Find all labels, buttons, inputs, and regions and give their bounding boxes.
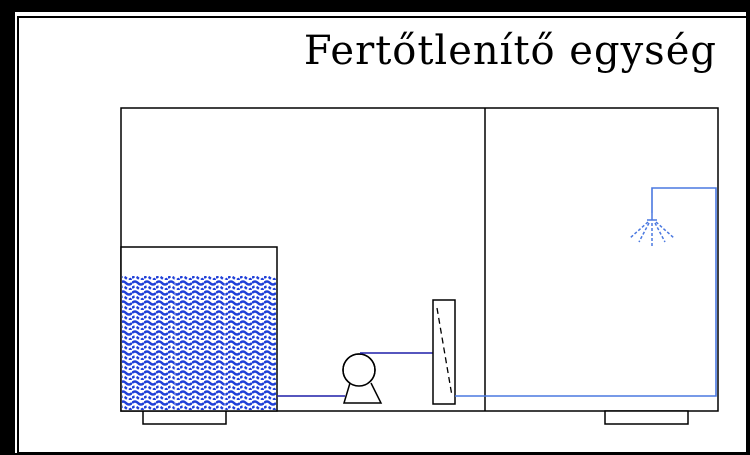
pump-icon xyxy=(342,353,383,404)
cabinet-foot-right xyxy=(604,410,689,425)
sprinkler-icon xyxy=(629,213,675,246)
tank-water xyxy=(122,276,276,410)
water-tank xyxy=(120,246,278,412)
cabinet-foot-left xyxy=(142,410,227,425)
filter-icon xyxy=(432,299,456,405)
pipe-filter-to-sprinkler xyxy=(455,187,717,397)
page-title: Fertőtlenítő egység xyxy=(303,28,717,74)
